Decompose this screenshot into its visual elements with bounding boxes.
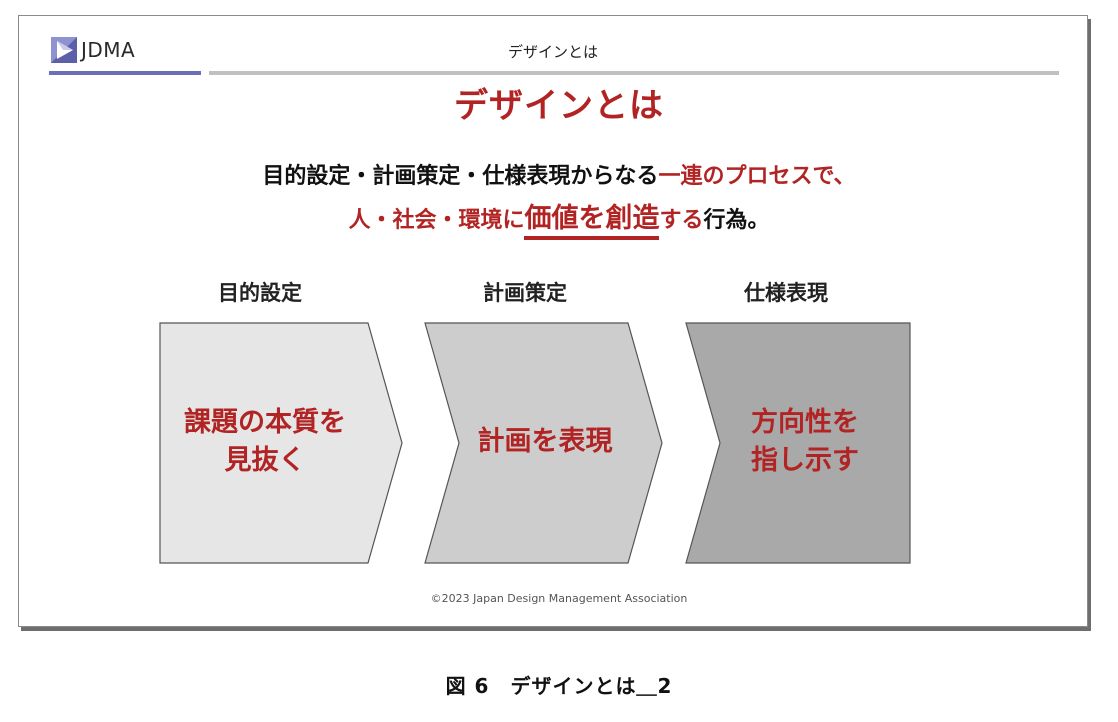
step-label-plan: 計画策定 [483, 281, 567, 305]
step-text-purpose: 課題の本質を 見抜く [160, 404, 370, 480]
chevron-step-purpose [159, 322, 403, 564]
definition-line-1-red: 一連のプロセスで、 [658, 164, 856, 189]
jdma-logo: JDMA [51, 37, 135, 63]
figure-caption: 図 6 デザインとは＿2 [445, 674, 673, 698]
definition-line-2-black-end: 行為。 [703, 208, 770, 233]
step-text-purpose-line-1: 課題の本質を [184, 407, 346, 438]
step-label-spec: 仕様表現 [744, 281, 828, 305]
chevron-step-spec [685, 322, 911, 564]
step-text-purpose-line-2: 見抜く [224, 445, 306, 476]
definition-line-2-red-end: する [659, 208, 704, 233]
definition-line-1: 目的設定・計画策定・仕様表現からなる一連のプロセスで、 [0, 158, 1118, 190]
definition-line-2-red-start: 人・社会・環境に [348, 208, 525, 233]
copyright: ©2023 Japan Design Management Associatio… [430, 592, 688, 605]
header-title: デザインとは [507, 43, 598, 61]
definition-emphasis: 価値を創造 [524, 203, 660, 240]
step-text-spec-line-1: 方向性を [751, 407, 859, 438]
step-text-plan: 計画を表現 [440, 423, 650, 461]
step-text-spec: 方向性を 指し示す [700, 404, 910, 480]
logo-text: JDMA [81, 38, 136, 62]
definition-line-1-black: 目的設定・計画策定・仕様表現からなる [262, 164, 659, 189]
header-rule [209, 71, 1059, 75]
step-text-plan-line-1: 計画を表現 [477, 426, 613, 457]
jdma-logo-mark-icon [51, 37, 77, 63]
step-text-spec-line-2: 指し示す [751, 445, 859, 476]
definition-line-2: 人・社会・環境に価値を創造する行為。 [0, 196, 1118, 240]
header-rule-accent [49, 71, 201, 75]
step-label-purpose: 目的設定 [218, 281, 302, 305]
page-title: デザインとは [454, 86, 664, 126]
chevron-step-plan [424, 322, 663, 564]
